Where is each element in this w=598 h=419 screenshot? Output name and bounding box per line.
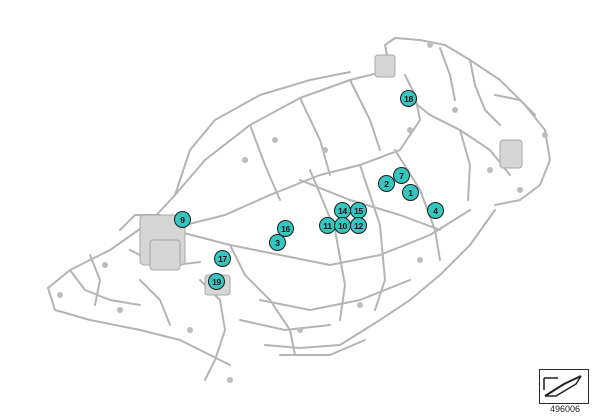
callout-1[interactable]: 1 — [402, 184, 419, 201]
callout-12[interactable]: 12 — [350, 217, 367, 234]
harness-thumbnail-icon — [539, 369, 589, 404]
callout-4[interactable]: 4 — [427, 202, 444, 219]
document-number: 496006 — [549, 404, 581, 414]
callout-2[interactable]: 2 — [378, 175, 395, 192]
callout-10[interactable]: 10 — [334, 217, 351, 234]
callout-18[interactable]: 18 — [400, 90, 417, 107]
callout-17[interactable]: 17 — [214, 250, 231, 267]
callout-9[interactable]: 9 — [174, 211, 191, 228]
callout-16[interactable]: 16 — [277, 220, 294, 237]
callout-19[interactable]: 19 — [208, 273, 225, 290]
callout-15[interactable]: 15 — [350, 202, 367, 219]
callout-7[interactable]: 7 — [393, 167, 410, 184]
callout-3[interactable]: 3 — [269, 234, 286, 251]
